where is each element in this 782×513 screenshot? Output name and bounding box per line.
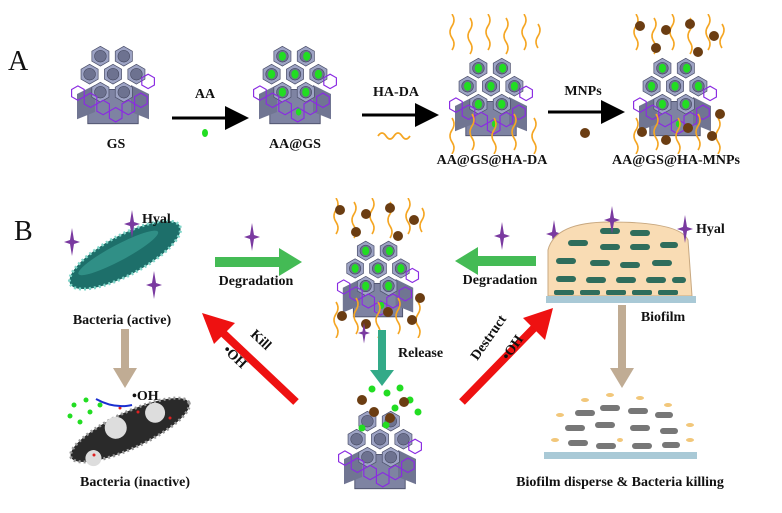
oh-radical-label: •OH [132,389,159,404]
bacteria-inactive-label: Bacteria (inactive) [80,475,190,490]
degradation-left-label: Degradation [219,274,294,289]
aa-gs-ha-mnps-structure [634,14,725,154]
inactive-bacteria [67,396,191,467]
hyal-icon [244,223,260,251]
gs-structure [72,46,155,123]
hyal-icon [146,271,162,299]
biofilm-label: Biofilm [641,310,686,325]
kill-arrow [202,313,299,405]
kill-oh-label: •OH [220,343,250,372]
aa-gs-structure [254,46,337,123]
arrow-to-disperse [610,305,634,388]
mnp-particle-icon [580,128,590,138]
biofilm [546,221,696,303]
hyal-icon [494,222,510,250]
composite-particle-bottom [339,384,422,489]
panel-b-label: B [14,216,33,247]
panel-a-label: A [8,46,29,77]
aa-gs-ha-da-structure [450,14,541,154]
ha-da-chain-icon [377,132,411,140]
biofilm-disperse-label: Biofilm disperse & Bacteria killing [516,475,724,490]
active-bacteria [67,219,183,291]
aa-molecule-icon [202,129,208,137]
stage-aa-gs-ha-da-label: AA@GS@HA-DA [437,153,549,168]
degradation-right-label: Degradation [463,273,538,288]
composite-particle-top [333,198,425,338]
hyal-left-label: Hyal [142,212,171,227]
stage-aa-gs-ha-mnps-label: AA@GS@HA-MNPs [612,153,740,168]
hyal-icon [64,228,80,256]
hyal-right-label: Hyal [696,222,725,237]
release-label: Release [398,346,443,361]
bacteria-active-label: Bacteria (active) [73,313,172,328]
step-mnps-label: MNPs [564,84,602,99]
dispersed-biofilm [544,393,697,459]
release-arrow [370,330,394,386]
kill-label: Kill [247,327,274,353]
degradation-arrow-right [455,247,536,275]
step-ha-da-label: HA-DA [373,85,420,100]
stage-gs-label: GS [107,137,126,152]
degradation-arrow-left [215,248,302,276]
arrow-to-inactive [113,329,137,388]
step-aa-label: AA [195,87,216,102]
stage-aa-gs-label: AA@GS [269,137,321,152]
destruct-arrow [459,308,553,405]
